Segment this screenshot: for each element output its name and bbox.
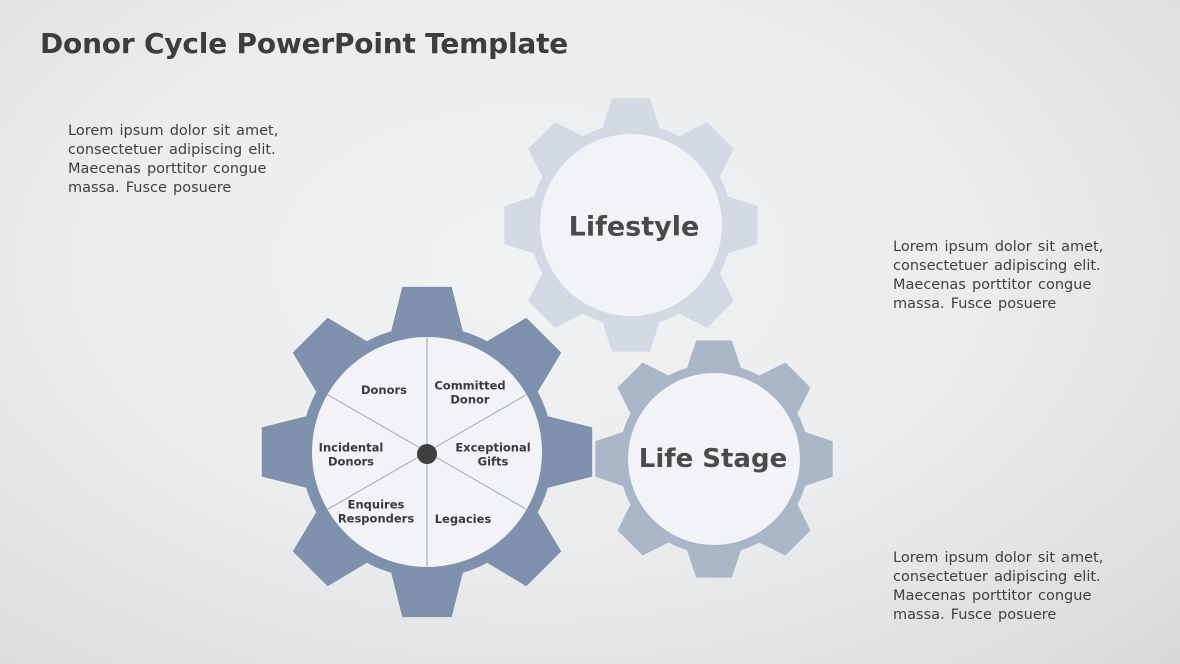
- segment-label-exceptional-gifts: Exceptional Gifts: [455, 440, 531, 468]
- text-block-right-bottom: Lorem ipsum dolor sit amet, consectetuer…: [893, 550, 1104, 624]
- segment-divider-lines: [327, 337, 527, 567]
- segment-divider-line: [327, 451, 428, 510]
- slide-title: Donor Cycle PowerPoint Template: [40, 27, 569, 60]
- text-block-left: Lorem ipsum dolor sit amet, consectetuer…: [68, 123, 279, 197]
- life-stage-gear-label: Life Stage: [638, 444, 788, 474]
- segment-label-enquires-responders: Enquires Responders: [337, 497, 415, 525]
- life-stage-gear-face: [628, 373, 800, 545]
- segment-label-incidental-donors: Incidental Donors: [318, 440, 384, 468]
- center-hub-icon: [417, 444, 437, 464]
- lifestyle-gear-label: Lifestyle: [568, 211, 700, 243]
- segment-divider-line: [327, 394, 428, 453]
- text-block-right-middle: Lorem ipsum dolor sit amet, consectetuer…: [893, 239, 1104, 313]
- segment-divider-line: [426, 394, 527, 453]
- lifestyle-gear-face: [540, 134, 722, 316]
- segment-label-donors: Donors: [360, 383, 408, 398]
- segment-label-committed-donor: Committed Donor: [434, 378, 506, 406]
- segment-label-legacies: Legacies: [434, 512, 492, 527]
- segment-divider-line: [426, 451, 527, 510]
